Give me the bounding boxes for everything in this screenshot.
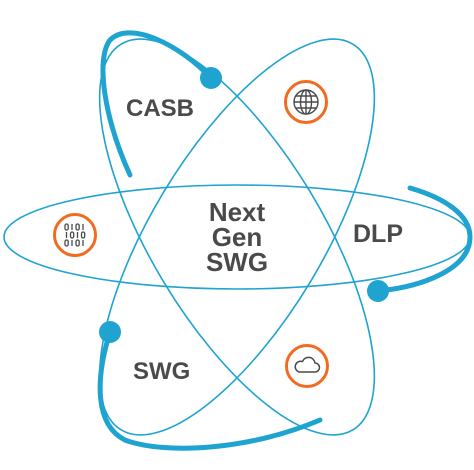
globe-icon — [284, 80, 328, 124]
orbit-diagonal-a — [98, 38, 376, 436]
electron-dot-left — [99, 321, 121, 343]
binary-data-icon — [53, 213, 97, 257]
label-swg: SWG — [133, 358, 191, 385]
orbit-thick-segment-left — [97, 329, 323, 451]
center-line-1: Next — [208, 197, 266, 227]
orbit-thick-segment-top — [100, 30, 214, 178]
cloud-icon — [285, 344, 329, 388]
label-casb: CASB — [126, 95, 195, 122]
center-line-2: Gen — [211, 222, 263, 252]
label-dlp: DLP — [353, 220, 403, 248]
electron-dot-top — [200, 67, 222, 89]
center-line-3: SWG — [205, 247, 269, 277]
orbit-diagonal-b — [98, 38, 376, 436]
center-title: Next Gen SWG — [187, 197, 287, 277]
orbit-thick-segment-right — [375, 185, 473, 294]
electron-dot-right — [367, 280, 389, 302]
